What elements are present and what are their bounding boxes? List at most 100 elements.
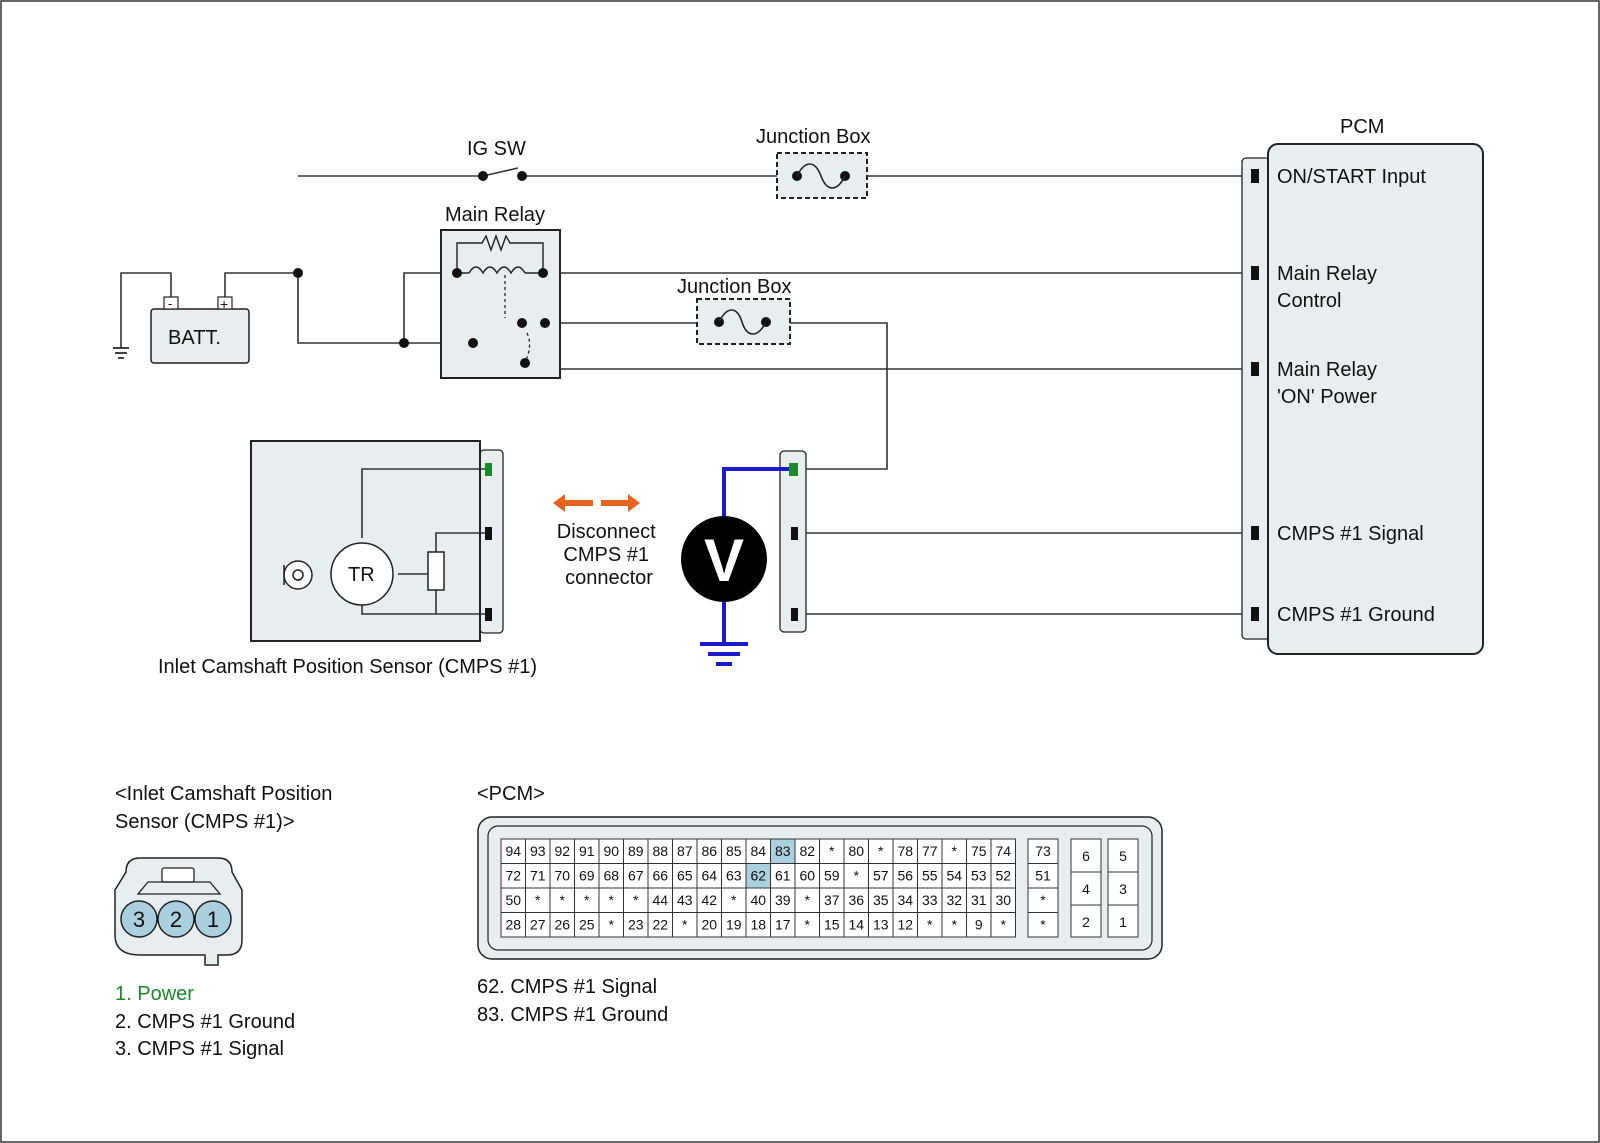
voltmeter: V [681,467,789,666]
legend-power: 1. Power [115,983,194,1005]
arrow-left-icon [553,494,593,512]
pcm-grid-pin: * [609,892,615,908]
pcm-grid-cell [623,863,649,889]
sensor-connector-view: <Inlet Camshaft Position Sensor (CMPS #1… [114,783,338,1060]
pcm-grid-pin: * [560,892,566,908]
pcm-grid-cell [770,887,796,913]
sensor-legend: 1. Power 2. CMPS #1 Ground 3. CMPS #1 Si… [115,983,301,1060]
pcm-grid-cell [525,887,551,913]
relay-terminal [452,268,462,278]
pcm-grid-cell [917,912,943,938]
ig-switch-label: IG SW [467,138,526,160]
sensor-pin [194,900,232,938]
pcm-grid-pin: * [609,917,615,933]
pcm-pin-marker [1251,362,1259,376]
disconnect-arrows [553,494,640,512]
pcm-pin-label-line: Main Relay [1277,263,1377,285]
magnet-icon-core [292,569,304,581]
pcm-grid-pin: 12 [897,917,913,933]
pcm-grid-cell [696,912,722,938]
pcm-grid-pin: 88 [652,843,668,859]
pcm-pin-label-line: Control [1277,290,1341,312]
pcm-grid-pin: 14 [848,917,864,933]
pin-marker [485,527,492,540]
pcm-grid-pin: 92 [554,843,570,859]
pcm-grid-cell [917,838,943,864]
pcm-grid-pin: 86 [701,843,717,859]
pcm-grid-cell [990,838,1016,864]
pcm-grid-pin: 51 [1035,868,1051,884]
pcm-grid-cell [574,863,600,889]
pcm-grid-pin: 94 [505,843,521,859]
pcm-grid-pin: 27 [530,917,546,933]
pcm-grid-pin: 59 [824,868,840,884]
pcm-pin-label-line: ON/START Input [1277,166,1426,188]
sensor-connector-title: <Inlet Camshaft Position Sensor (CMPS #1… [115,783,338,833]
pcm-pin-marker [1251,266,1259,280]
pcm-grid-pin: 36 [848,892,864,908]
ig-switch: IG SW [467,138,527,181]
disconnect-instruction: Disconnect CMPS #1 connector [557,521,662,589]
junction-box-1: Junction Box [756,126,871,199]
sensor-pin [120,900,158,938]
pcm-grid-pin: * [878,843,884,859]
sensor-pin-number: 2 [170,907,182,932]
harness-connector [779,450,807,633]
pcm-grid-pin: 89 [628,843,644,859]
pcm-grid-pin: 85 [726,843,742,859]
pcm-grid-cell [745,912,771,938]
pcm-grid-pin: * [1040,917,1046,933]
pcm-grid-pin: 50 [505,892,521,908]
battery-plus-label: + [220,296,228,312]
pcm-grid-pin: 82 [799,843,815,859]
pcm-grid-pin: * [829,843,835,859]
pcm-grid-cell [623,912,649,938]
fuse-icon [796,163,846,189]
pcm-grid-pin: 93 [530,843,546,859]
pcm-grid-cell [500,863,526,889]
ground-icon [700,642,748,666]
pcm-grid-pin: * [805,892,811,908]
pcm-grid-pin: 74 [995,843,1011,859]
battery-label: BATT. [168,327,221,349]
sensor-resistor [427,551,445,591]
relay-terminal [468,338,478,348]
title-line: Sensor (CMPS #1)> [115,811,295,833]
pcm-grid-pin: * [1040,892,1046,908]
pcm-grid-pin: 43 [677,892,693,908]
instruction-line: connector [565,567,653,589]
pcm-pin-block [1070,838,1102,938]
wire-junction [399,338,409,348]
title-line: <Inlet Camshaft Position [115,783,332,805]
pcm-grid-pin: 52 [995,868,1011,884]
pcm-grid-cell [549,912,575,938]
pcm-grid-cell [794,838,820,864]
ground-icon [113,347,129,359]
pcm-grid-pin: 55 [922,868,938,884]
pcm-grid-pin: 65 [677,868,693,884]
pcm-grid-pin: * [1001,917,1007,933]
junction-box-1-label: Junction Box [756,126,871,148]
pcm-grid-cell [696,838,722,864]
pcm-grid-cell [1027,912,1059,938]
pcm-grid-pin: 32 [946,892,962,908]
pcm-grid-pin: 25 [579,917,595,933]
pcm-pin-marker [1251,169,1259,183]
relay-terminal [540,318,550,328]
pcm-grid-cell [549,887,575,913]
pcm-grid-cell [672,863,698,889]
power-pin-marker [485,463,492,476]
pcm-grid-pin: 30 [995,892,1011,908]
pcm-grid-pin: 17 [775,917,791,933]
pcm-grid-pin: 69 [579,868,595,884]
camshaft-sensor: TR Inlet Camshaft Position Sensor (CMPS … [158,440,537,678]
pcm-pin-label: CMPS #1 Ground [1277,604,1435,626]
relay-terminal [520,358,530,368]
pcm-grid-cell [892,912,918,938]
pcm-pin-label-line: Main Relay [1277,359,1377,381]
pcm-grid-cell [672,887,698,913]
pcm-grid-pin: 71 [530,868,546,884]
pcm-grid-pin: 26 [554,917,570,933]
pcm-grid-cell [990,912,1016,938]
pcm-grid-cell [647,912,673,938]
